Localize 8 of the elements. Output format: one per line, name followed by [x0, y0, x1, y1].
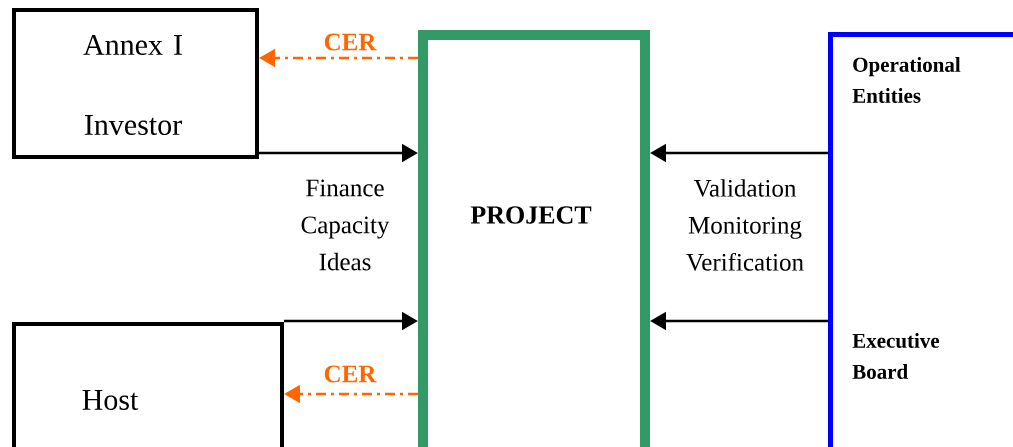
investor-box: Annex I Investor — [12, 8, 259, 159]
project-box: PROJECT — [418, 30, 650, 447]
text-label: Validation Monitoring Verification — [686, 179, 804, 271]
host-box: Host — [12, 322, 284, 447]
edge-label: CER — [324, 365, 377, 383]
text-label: Finance Capacity Ideas — [301, 179, 390, 271]
oversight-box: Operational Entities Executive Board — [828, 32, 1013, 447]
edge-label: CER — [324, 33, 377, 51]
